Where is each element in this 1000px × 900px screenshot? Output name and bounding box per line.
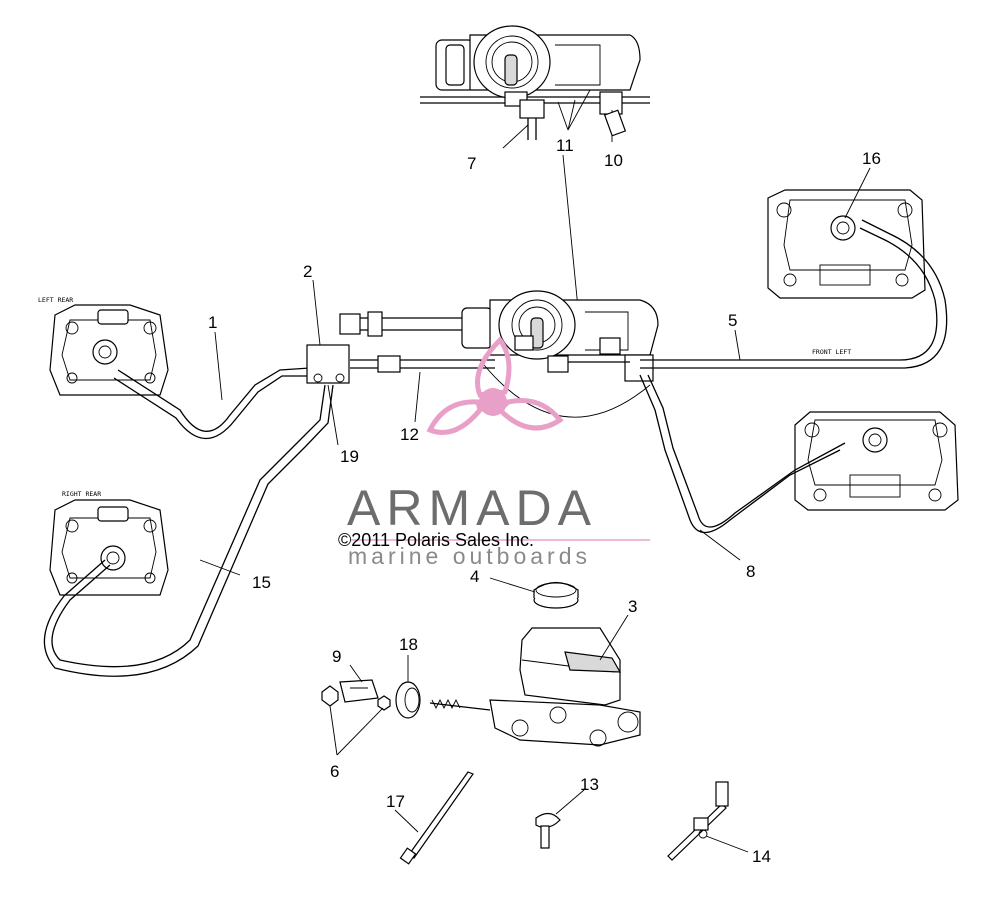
callout-17: 17	[386, 792, 405, 811]
clip	[535, 812, 561, 849]
callout-10: 10	[604, 151, 623, 170]
callout-numbers: 1 2 3 4 5 6 7 8 9 10 11 12 13 14 15 16 1…	[208, 136, 881, 866]
callout-9: 9	[332, 647, 341, 666]
callout-15: 15	[252, 573, 271, 592]
hose-5	[640, 227, 938, 361]
watermark-brand: ARMADA	[347, 480, 597, 536]
callout-14: 14	[752, 847, 771, 866]
center-master-cylinder	[339, 290, 659, 418]
master-cylinder	[429, 627, 641, 747]
left-rear-caliper: LEFT REAR	[38, 296, 169, 396]
callout-3: 3	[628, 597, 637, 616]
reservoir-cap	[533, 581, 579, 609]
armada-logo	[426, 336, 564, 435]
front-right-caliper	[767, 189, 926, 299]
right-rear-label: RIGHT REAR	[62, 490, 101, 498]
callout-8: 8	[746, 562, 755, 581]
cable-tie	[399, 771, 474, 865]
clevis	[339, 679, 379, 703]
callout-6: 6	[330, 762, 339, 781]
watermark-tagline: marine outboards	[348, 543, 591, 569]
callout-12: 12	[400, 425, 419, 444]
callout-5: 5	[728, 311, 737, 330]
nuts	[321, 685, 391, 711]
callout-13: 13	[580, 775, 599, 794]
tie-mount	[667, 781, 729, 861]
callout-2: 2	[303, 262, 312, 281]
leader-lines	[199, 167, 871, 853]
front-left-label: FRONT LEFT	[812, 348, 851, 356]
callout-11: 11	[556, 136, 574, 155]
callout-4: 4	[470, 567, 479, 586]
hose-1	[117, 367, 311, 432]
callout-7: 7	[467, 154, 476, 173]
right-rear-caliper: RIGHT REAR	[49, 490, 169, 596]
leader-11-main	[562, 154, 579, 309]
top-master-cylinder-detail	[420, 25, 650, 149]
callout-19: 19	[340, 447, 359, 466]
callout-1: 1	[208, 313, 217, 332]
hose-15	[51, 384, 326, 668]
left-rear-label: LEFT REAR	[38, 296, 73, 304]
callout-18: 18	[399, 635, 418, 654]
callout-16: 16	[862, 149, 881, 168]
boot	[395, 681, 421, 719]
copyright-text: ©2011 Polaris Sales Inc.	[338, 530, 534, 550]
brake-tee	[306, 344, 350, 384]
front-left-caliper	[794, 411, 959, 511]
